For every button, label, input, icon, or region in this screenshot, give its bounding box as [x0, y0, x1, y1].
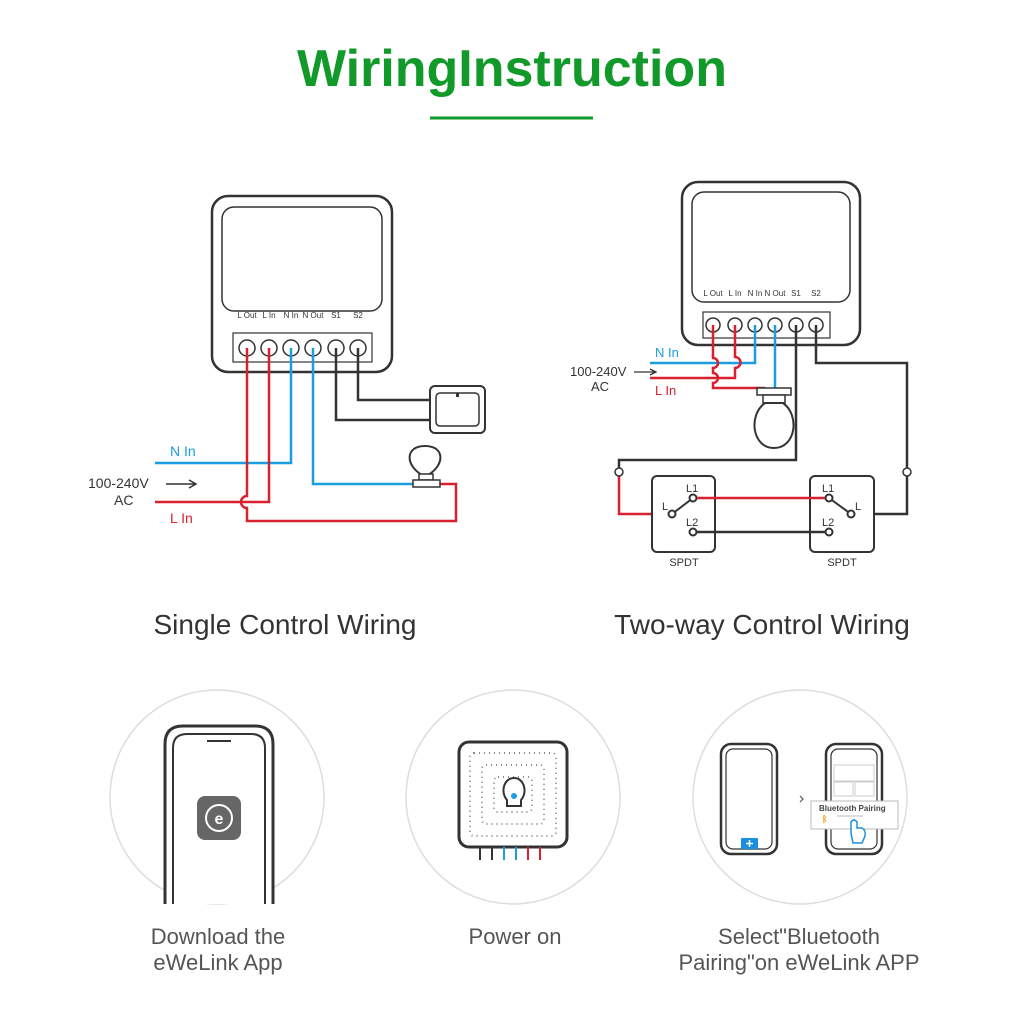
svg-text:e: e [215, 811, 224, 828]
page-title: WiringInstruction [297, 40, 727, 98]
terminal-labels: L Out L In N In N Out S1 S2 [703, 289, 821, 298]
l-in-wire [650, 325, 742, 380]
spdt-label: SPDT [827, 557, 857, 569]
bluetooth-icon: ᛒ [822, 814, 827, 825]
phone-add-device-icon [719, 742, 779, 856]
l-in-wire [155, 348, 271, 504]
pin-label: L [855, 501, 861, 513]
terminal-label: N Out [765, 289, 787, 298]
single-control-caption: Single Control Wiring [154, 609, 417, 640]
spdt-switch-2: L1 L L2 [809, 475, 875, 553]
ewelink-app-phone-icon: e [163, 724, 275, 904]
smart-switch-device [210, 194, 394, 374]
l-in-label: L In [170, 510, 193, 526]
n-in-wire [650, 325, 757, 365]
arrow-icon [634, 368, 658, 376]
terminal-label: S2 [353, 311, 363, 320]
terminal-labels: L Out L In N In N Out S1 S2 [237, 311, 363, 320]
step-caption: Pairing"on eWeLink APP [679, 950, 920, 975]
wall-switch-icon [429, 385, 486, 434]
step-caption: Download the [151, 924, 286, 949]
device-power-icon [457, 740, 569, 860]
pin-label: L1 [822, 483, 834, 495]
l-out-wire [711, 325, 765, 390]
terminal-label: S1 [331, 311, 341, 320]
step-download-app: e [109, 689, 325, 905]
terminal-label: L In [262, 311, 275, 320]
s2-wire [356, 348, 431, 402]
terminal-label: L Out [237, 311, 257, 320]
terminal-label: L In [728, 289, 741, 298]
ac-label: AC [591, 379, 609, 394]
smart-switch-device [680, 180, 862, 347]
terminal-label: N In [748, 289, 763, 298]
s1-wire [617, 325, 798, 468]
terminal-block [232, 332, 373, 363]
two-way-control-caption: Two-way Control Wiring [614, 609, 910, 640]
light-bulb-icon [753, 387, 795, 450]
hand-pointer-icon [850, 819, 866, 844]
junction-icon [902, 467, 912, 477]
step-caption: Select"Bluetooth [718, 924, 880, 949]
pin-label: L2 [822, 517, 834, 529]
step-power-on [405, 689, 621, 905]
spdt-switch-1: L1 L L2 [651, 475, 716, 553]
junction-icon [614, 467, 624, 477]
pin-label: L2 [686, 517, 698, 529]
two-way-control-diagram: L Out L In N In N Out S1 S2 [570, 180, 912, 569]
terminal-label: S1 [791, 289, 801, 298]
step-bluetooth-pairing: Bluetooth Pairing ᛒ [692, 689, 908, 905]
chevron-right-icon [799, 795, 804, 803]
step-caption: eWeLink App [153, 950, 282, 975]
single-control-diagram: L Out L In N In N Out S1 S2 [88, 194, 486, 526]
n-in-label: N In [655, 345, 679, 360]
n-in-wire [155, 348, 293, 465]
spdt-label: SPDT [669, 557, 699, 569]
s1-wire [334, 348, 431, 422]
popup-title: Bluetooth Pairing [819, 804, 886, 813]
pin-label: L [662, 501, 668, 513]
terminal-label: N Out [303, 311, 325, 320]
terminal-label: L Out [703, 289, 723, 298]
bluetooth-pairing-icon: Bluetooth Pairing ᛒ [810, 742, 899, 856]
voltage-label: 100-240V [88, 475, 149, 491]
l-in-label: L In [655, 383, 676, 398]
n-in-label: N In [170, 443, 196, 459]
step-caption: Power on [469, 924, 562, 949]
terminal-label: S2 [811, 289, 821, 298]
pin-label: L1 [686, 483, 698, 495]
ac-label: AC [114, 492, 133, 508]
terminal-label: N In [284, 311, 299, 320]
light-bulb-icon [408, 444, 442, 488]
voltage-label: 100-240V [570, 364, 627, 379]
l-out-wire [239, 348, 458, 523]
arrow-icon [166, 479, 198, 489]
n-out-wire [311, 348, 413, 486]
